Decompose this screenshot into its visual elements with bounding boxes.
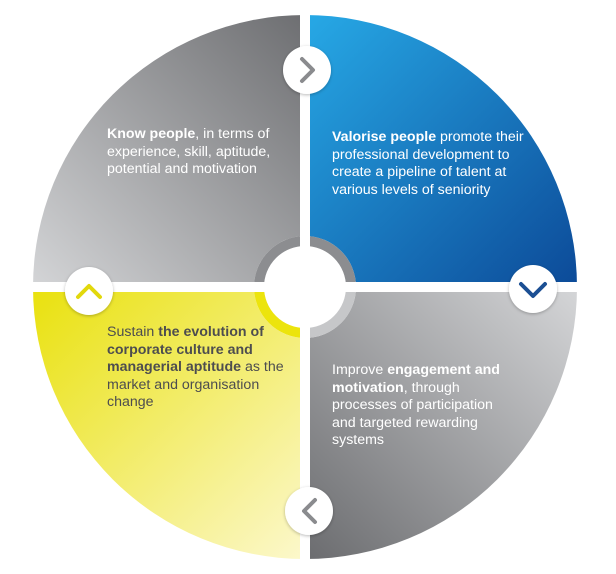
hub-ring-light bbox=[304, 286, 356, 338]
arrow-left bbox=[65, 267, 113, 315]
chevron-right-icon bbox=[300, 57, 315, 83]
valorise-people-heading: Valorise people bbox=[332, 129, 437, 145]
text-valorise-people: Valorise people promote their profession… bbox=[332, 129, 532, 199]
chevron-left-icon bbox=[302, 498, 317, 524]
text-engagement: Improve engagement and motivation, throu… bbox=[332, 362, 517, 450]
valorise-people-body: promote their professional development t… bbox=[332, 129, 524, 198]
quadrant-valorise-people bbox=[305, 15, 577, 287]
quadrant-know-people bbox=[33, 15, 305, 287]
text-know-people: Know people, in terms of experience, ski… bbox=[107, 126, 292, 179]
engagement-body: , through processes of participation and… bbox=[332, 379, 493, 449]
engagement-heading: engagement and motivation bbox=[332, 362, 500, 396]
arrow-top bbox=[283, 46, 331, 94]
sustain-body: as the market and organisation change bbox=[107, 359, 284, 411]
sustain-heading: the evolution of corporate culture and m… bbox=[107, 324, 264, 376]
hub-ring-yellow bbox=[254, 286, 306, 338]
arrow-right bbox=[509, 265, 557, 313]
quadrant-engagement bbox=[305, 287, 577, 559]
text-sustain-culture: Sustain the evolution of corporate cultu… bbox=[107, 324, 292, 412]
engagement-pre: Improve bbox=[332, 362, 388, 378]
know-people-heading: Know people bbox=[107, 126, 196, 142]
arrow-bottom bbox=[285, 487, 333, 535]
center-hub bbox=[267, 249, 343, 325]
know-people-body: , in terms of experience, skill, aptitud… bbox=[107, 126, 271, 178]
quadrant-sustain-culture bbox=[33, 287, 305, 559]
sustain-pre: Sustain bbox=[107, 324, 159, 340]
chevron-down-icon bbox=[519, 282, 547, 298]
chevron-up-icon bbox=[76, 284, 102, 299]
